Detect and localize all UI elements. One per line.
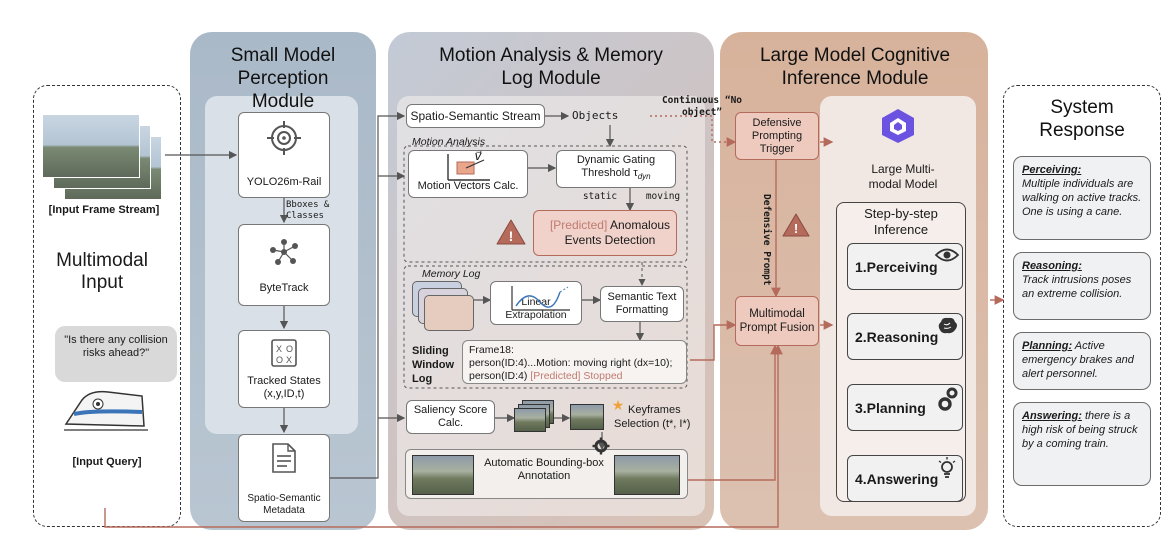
small-model-title: Small Model Perception Module <box>230 45 336 112</box>
svg-text:X: X <box>286 355 292 365</box>
memory-log-label: Memory Log <box>422 268 481 280</box>
dynamic-gating-box: Dynamic Gating Threshold τdyn <box>556 150 676 188</box>
velocity-label: v⃗ <box>474 149 482 163</box>
log-line-1: Frame18: <box>469 344 514 356</box>
bytetrack-label: ByteTrack <box>259 282 309 294</box>
svg-text:O: O <box>276 355 283 365</box>
linear-extrapolation-box: Linear Extrapolation <box>490 281 582 325</box>
svg-text:!: ! <box>794 221 798 236</box>
keyframes-line-2: Selection (t*, I*) <box>614 418 691 430</box>
continuous-no-object-label: Continuous “No object” <box>661 95 743 118</box>
response-card-reasoning: Reasoning: Track intrusions poses an ext… <box>1013 252 1151 320</box>
moving-label: moving <box>645 191 681 202</box>
sliding-window-log-box: Frame18: person(ID:4)...Motion: moving r… <box>462 340 687 384</box>
prompt-fusion-box: Multimodal Prompt Fusion <box>735 296 819 346</box>
yolo-label: YOLO26m-Rail <box>246 176 322 188</box>
spatio-semantic-stream-label: Spatio-Semantic Stream <box>410 108 541 123</box>
bytetrack-box: ByteTrack <box>238 224 330 306</box>
document-icon <box>272 443 296 473</box>
gears-icon <box>938 387 958 411</box>
target-icon <box>267 121 301 155</box>
prompt-fusion-label: Multimodal Prompt Fusion <box>739 308 815 334</box>
svg-text:O: O <box>286 344 293 354</box>
warning-icon: ! <box>496 219 526 245</box>
multimodal-input-title: Multimodal Input <box>56 250 148 293</box>
spatio-semantic-stream-box: Spatio-Semantic Stream <box>406 104 545 128</box>
film-frame-front <box>514 408 546 432</box>
llm-logo-icon <box>882 109 914 143</box>
star-icon: ★ <box>611 397 625 413</box>
anomalous-line-2: Events Detection <box>564 233 656 247</box>
input-frame-front <box>42 114 140 178</box>
card-perceiving-head: Perceiving: <box>1022 164 1082 176</box>
response-panel <box>1003 85 1161 527</box>
stepwise-title: Step-by-step Inference <box>864 206 938 237</box>
log-line-2: person(ID:4)...Motion: moving right (dx=… <box>469 357 673 369</box>
extrapolation-curve-icon <box>511 286 570 311</box>
vector-axes-icon <box>447 154 490 181</box>
input-frame-stream-label: [Input Frame Stream] <box>48 204 160 216</box>
bboxes-classes-label: Bboxes & Classes <box>286 200 330 221</box>
motion-title: Motion Analysis & Memory Log Module <box>439 45 663 89</box>
metadata-label: Spatio-Semantic Metadata <box>247 493 321 516</box>
keyframes-line-1: Keyframes <box>628 404 681 416</box>
lightbulb-icon <box>938 457 956 478</box>
gating-line-1: Dynamic Gating <box>576 154 656 167</box>
response-title: System Response <box>1039 97 1125 141</box>
anomalous-line-1: Anomalous <box>610 218 671 232</box>
defensive-prompt-label: Defensive Prompt <box>761 194 772 286</box>
auto-bbox-output-thumb <box>614 455 680 495</box>
anomalous-events-box: [Predicted] Anomalous Events Detection <box>533 210 677 256</box>
eye-icon <box>934 248 960 262</box>
semantic-formatting-box: Semantic Text Formatting <box>600 286 684 322</box>
card-planning-head: Planning: <box>1022 340 1073 352</box>
tracked-states-label: Tracked States (x,y,ID,t) <box>247 375 321 400</box>
gating-subscript: dyn <box>637 172 651 182</box>
memory-card-front <box>424 295 474 331</box>
saliency-label: Saliency Score Calc. <box>413 404 488 429</box>
semantic-formatting-label: Semantic Text Formatting <box>607 291 677 316</box>
brain-icon <box>938 317 957 334</box>
card-reasoning-body: Track intrusions poses an extreme collis… <box>1022 274 1132 300</box>
warning-icon-2: ! <box>782 213 810 237</box>
large-model-title: Large Model Cognitive Inference Module <box>759 45 951 89</box>
defensive-trigger-box: Defensive Prompting Trigger <box>735 112 819 160</box>
query-text: "Is there any collision risks ahead?" <box>64 334 168 359</box>
llm-label: Large Multi-modal Model <box>868 162 938 191</box>
network-icon <box>270 239 298 265</box>
train-icon <box>64 390 148 431</box>
auto-bbox-input-thumb <box>412 455 474 495</box>
gear-icon <box>592 437 610 455</box>
card-answering-head: Answering: <box>1022 410 1082 422</box>
input-query-label: [Input Query] <box>72 456 142 468</box>
tracked-states-box: Tracked States (x,y,ID,t) <box>238 330 330 408</box>
auto-bbox-label: Automatic Bounding-box Annotation <box>484 457 604 482</box>
predicted-tag: [Predicted] <box>549 218 608 232</box>
log-line-3: person(ID:4) <box>469 370 528 382</box>
saliency-box: Saliency Score Calc. <box>406 400 495 434</box>
card-planning-body: Active emergency brakes and alert person… <box>1022 340 1134 380</box>
gating-line-2: Threshold τ <box>581 167 638 180</box>
motion-analysis-label: Motion Analysis <box>412 136 486 148</box>
response-card-perceiving: Perceiving: Multiple individuals are wal… <box>1013 156 1151 240</box>
sliding-window-label: Sliding Window Log <box>412 345 455 385</box>
keyframe-thumb <box>570 404 604 430</box>
motion-vectors-label: Motion Vectors Calc. <box>417 180 519 192</box>
motion-vectors-box: Motion Vectors Calc. <box>408 150 528 198</box>
objects-label: Objects <box>572 109 619 122</box>
static-label: static <box>582 191 618 202</box>
card-perceiving-body: Multiple individuals are walking on acti… <box>1022 178 1142 218</box>
card-answering-body: there is a high risk of being struck by … <box>1022 410 1138 450</box>
defensive-trigger-label: Defensive Prompting Trigger <box>751 116 803 155</box>
response-card-answering: Answering: there is a high risk of being… <box>1013 402 1151 486</box>
svg-text:!: ! <box>509 228 514 244</box>
svg-text:X: X <box>276 344 282 354</box>
query-bubble <box>55 326 177 382</box>
log-line-3-predicted: [Predicted] Stopped <box>530 370 623 382</box>
response-card-planning: Planning: Active emergency brakes and al… <box>1013 332 1151 390</box>
card-reasoning-head: Reasoning: <box>1022 260 1082 272</box>
